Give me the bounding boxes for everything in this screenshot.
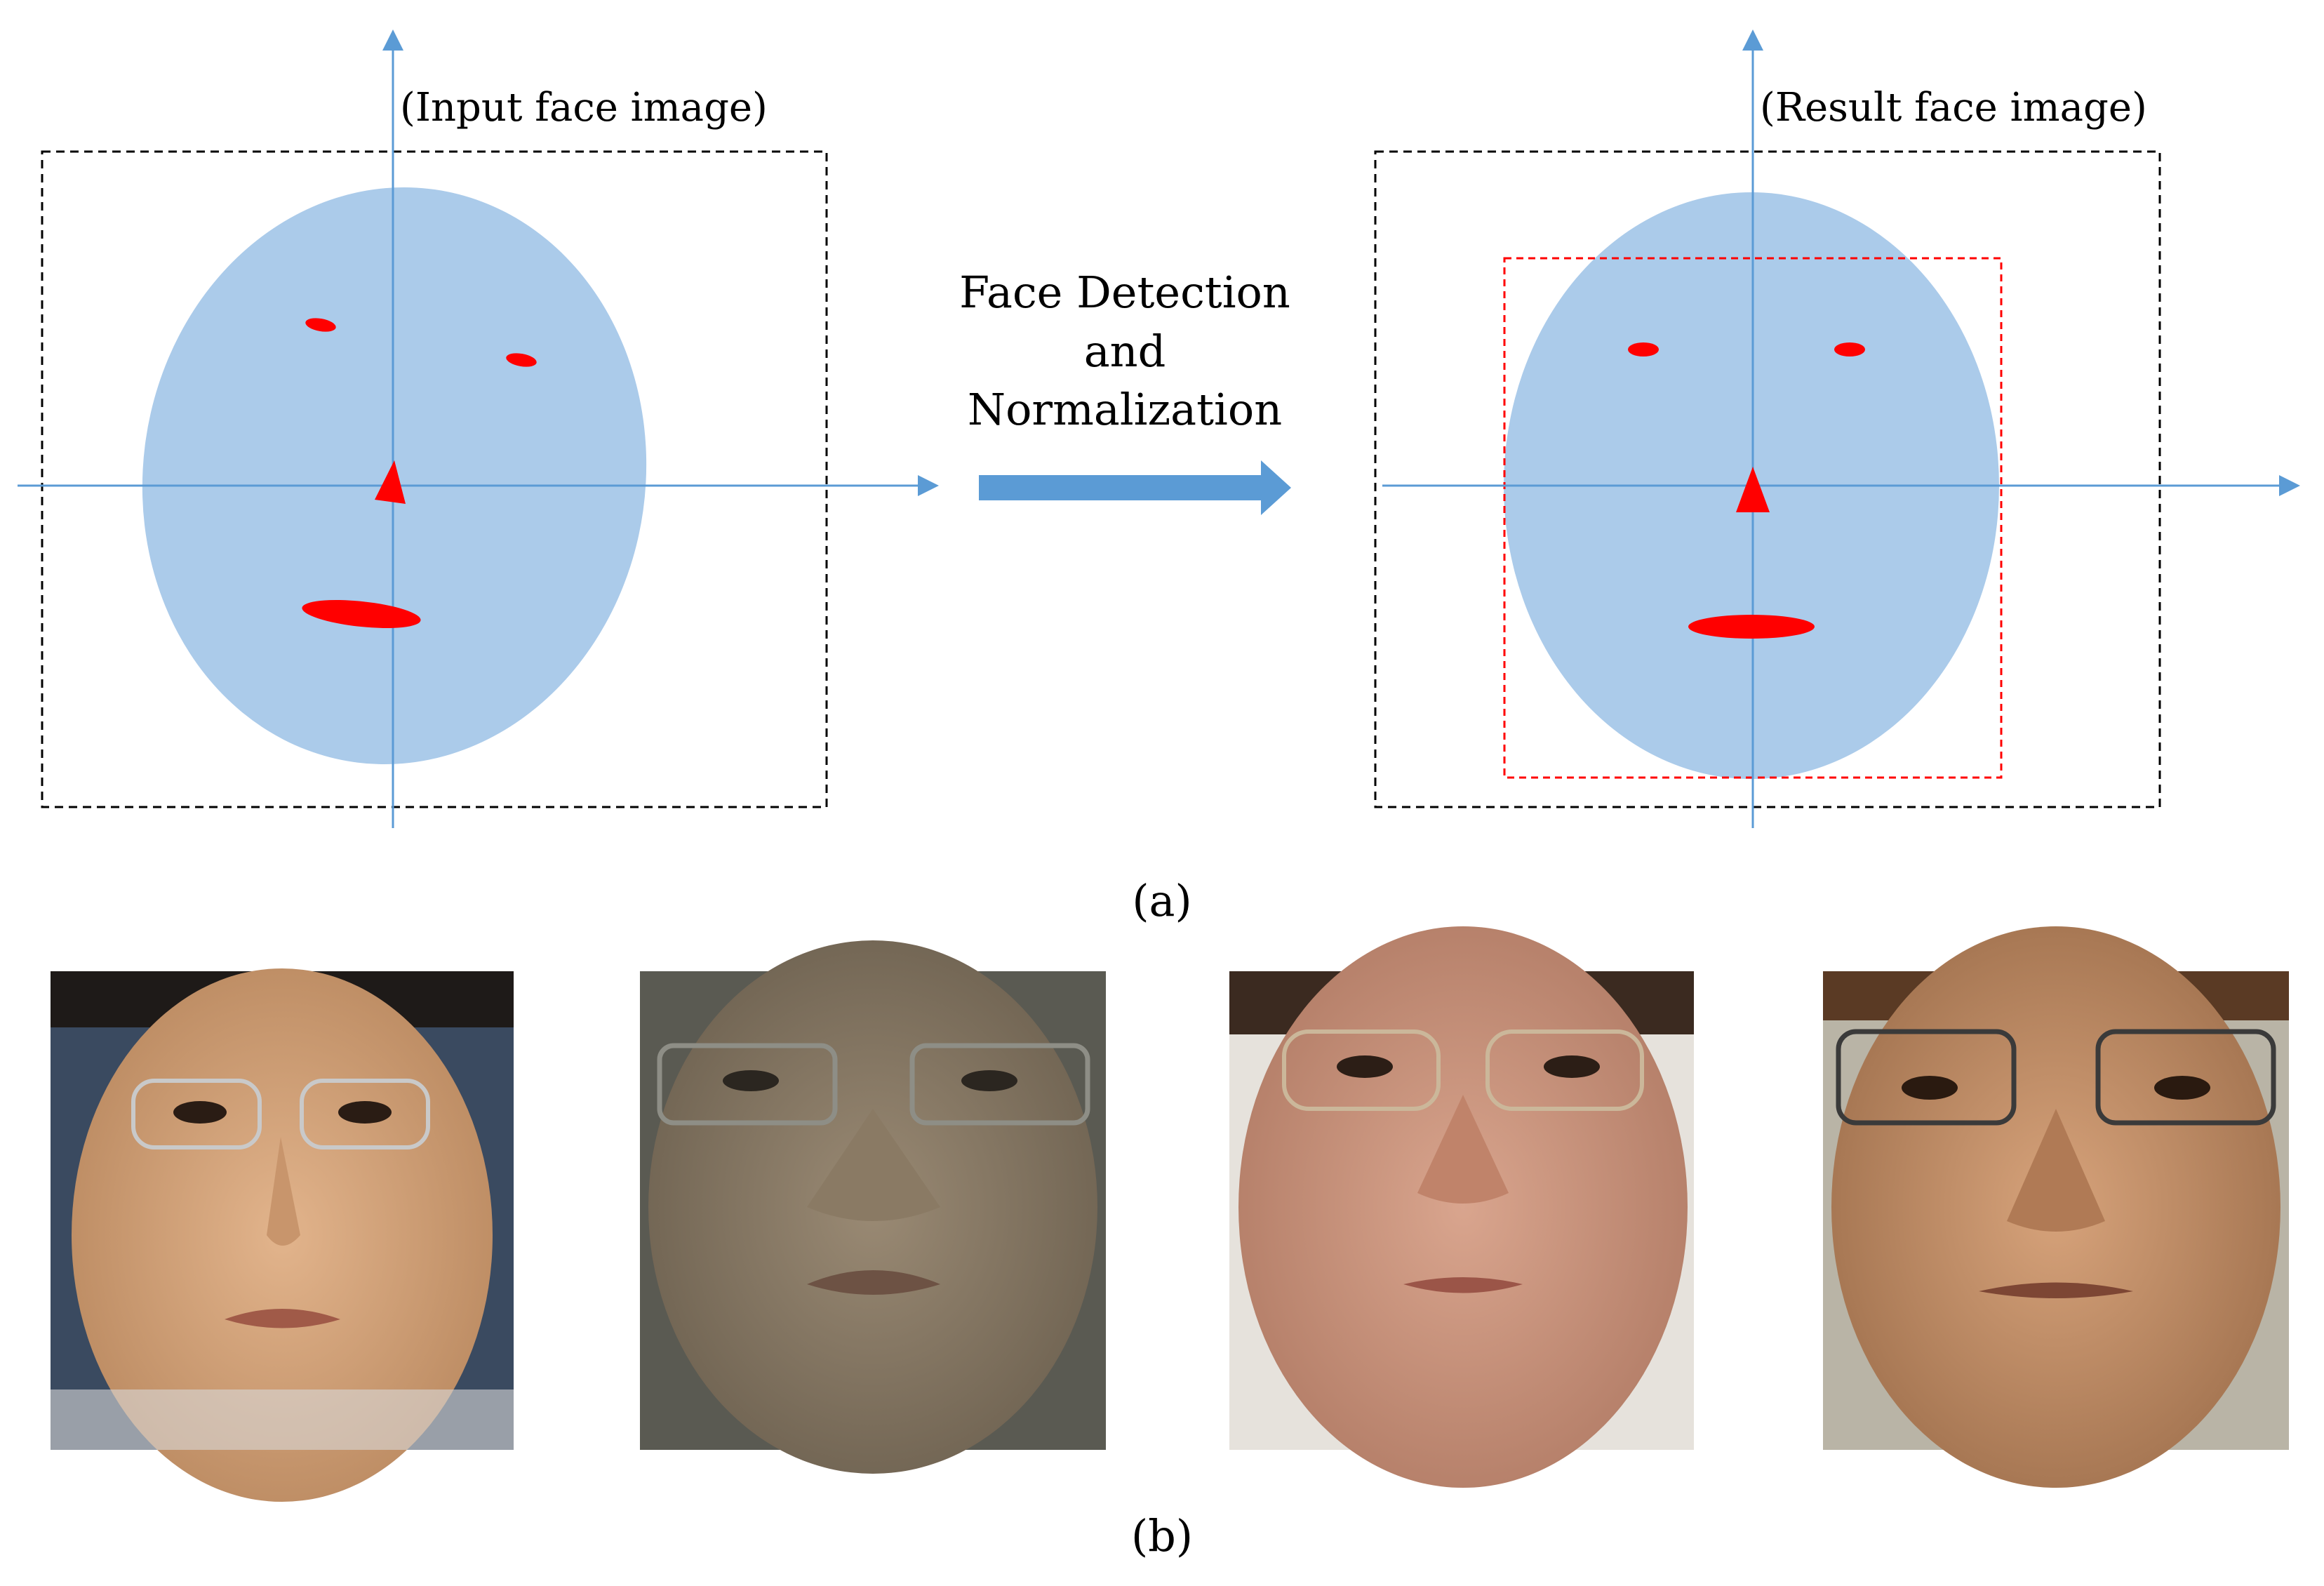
photo-3-left-eye — [1337, 1055, 1393, 1078]
face-photo-4 — [1823, 926, 2289, 1488]
face-photo-2 — [640, 940, 1106, 1474]
input-right-eye — [506, 353, 537, 367]
process-label-line-2: and — [1084, 326, 1166, 377]
photo-4-right-eye — [2154, 1076, 2210, 1100]
panel-a-label: (a) — [1132, 875, 1191, 926]
photo-3-mouth — [1403, 1277, 1523, 1293]
photo-2-glasses — [657, 1043, 838, 1126]
input-mouth — [302, 600, 421, 628]
photo-3-nose — [1417, 1095, 1509, 1204]
input-caption: (Input face image) — [400, 85, 768, 131]
process-label-line-1: Face Detection — [959, 267, 1290, 318]
face-photo-3 — [1229, 926, 1694, 1488]
input-frame-box — [41, 150, 828, 808]
photo-4-left-eye — [1902, 1076, 1958, 1100]
photo-1-right-eye — [338, 1101, 392, 1124]
photo-2-left-eye — [723, 1070, 779, 1091]
result-face-diagram: (Result face image) — [1374, 29, 2300, 828]
photo-2-nose — [807, 1109, 940, 1221]
result-caption: (Result face image) — [1760, 85, 2147, 131]
result-left-eye — [1628, 342, 1659, 356]
photo-1-left-eye — [173, 1101, 227, 1124]
photo-1-mouth — [225, 1309, 340, 1328]
photo-3-right-eye — [1544, 1055, 1600, 1078]
input-nose-triangle — [375, 460, 406, 504]
input-face-diagram: (Input face image) — [18, 29, 939, 828]
face-photo-1 — [51, 968, 514, 1502]
photo-1-nose — [267, 1137, 300, 1246]
photo-2-mouth — [807, 1270, 940, 1295]
result-right-eye — [1834, 342, 1865, 356]
photo-2-right-eye — [961, 1070, 1017, 1091]
photo-1-glasses — [131, 1079, 262, 1149]
process-arrow — [979, 460, 1291, 515]
panel-b-label: (b) — [1131, 1510, 1193, 1561]
photo-4-nose — [2007, 1109, 2105, 1232]
input-left-eye — [305, 318, 336, 332]
result-mouth — [1688, 615, 1815, 639]
process-label-line-3: Normalization — [968, 384, 1282, 435]
process-arrow-group: Face Detection and Normalization — [959, 267, 1291, 515]
result-nose-triangle — [1736, 467, 1770, 512]
photo-3-glasses — [1282, 1029, 1441, 1111]
photo-4-mouth — [1979, 1282, 2133, 1298]
photo-4-glasses — [1836, 1029, 2017, 1126]
result-frame-box — [1374, 150, 2161, 808]
